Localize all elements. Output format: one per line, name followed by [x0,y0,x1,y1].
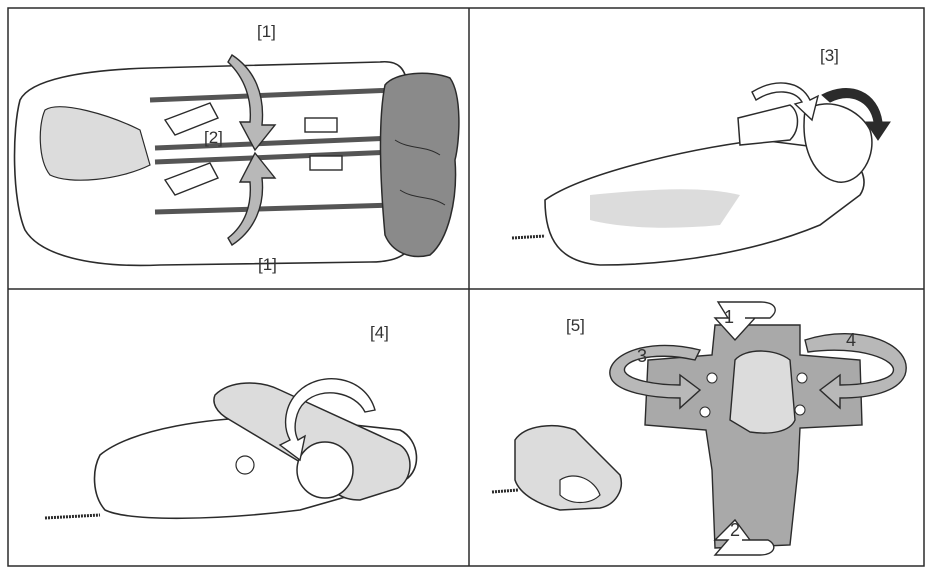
strap-top [149,87,396,103]
strap-mid-upper [154,135,396,151]
rolled-head [803,103,873,183]
roll-end [296,441,354,499]
panel-grid [7,7,925,567]
strap-mid-lower [154,149,396,165]
label-step-5: [5] [566,316,585,335]
fold-arrow-1-down [713,301,776,342]
bag-inner [590,189,740,228]
panel-1-illustration [13,54,460,267]
buckle-lower [309,155,343,171]
fold-arrow-2-up [713,518,775,556]
cable [511,234,546,240]
label-step-4: [4] [370,323,389,342]
strap-bottom [154,202,396,215]
fold-arrow-2 [821,88,891,141]
bag-opening [39,106,151,181]
pad-bundle [729,350,796,434]
cable-4 [491,488,519,494]
fold-arrow-up [227,151,277,246]
flap-fold [737,104,799,146]
label-step-1-top: [1] [257,22,276,41]
label-step-2: [2] [204,128,223,147]
panel-3-illustration [44,378,418,520]
fold-arrow-down [227,54,277,152]
arrow-number-3: 3 [637,346,648,366]
bag-body [13,60,413,267]
fold-arrow-1 [751,82,820,122]
fold-arrow-3 [609,344,702,410]
label-step-3: [3] [820,46,839,65]
panel-2-illustration [511,82,891,266]
arrow-number-1: 1 [724,307,735,327]
roll-arrow [278,378,376,462]
hood-flap [379,72,460,258]
handle-lower [163,162,219,196]
roll-tube [213,382,411,501]
valve [235,455,255,475]
handle-upper [163,102,219,136]
panel-4-illustration [491,301,907,556]
fold-arrow-4 [804,332,907,410]
arrow-number-2: 2 [730,520,741,540]
buckle-upper [304,117,338,133]
label-step-1-bottom: [1] [258,255,277,274]
arrow-number-4: 4 [846,330,857,350]
cable-3 [44,513,101,520]
